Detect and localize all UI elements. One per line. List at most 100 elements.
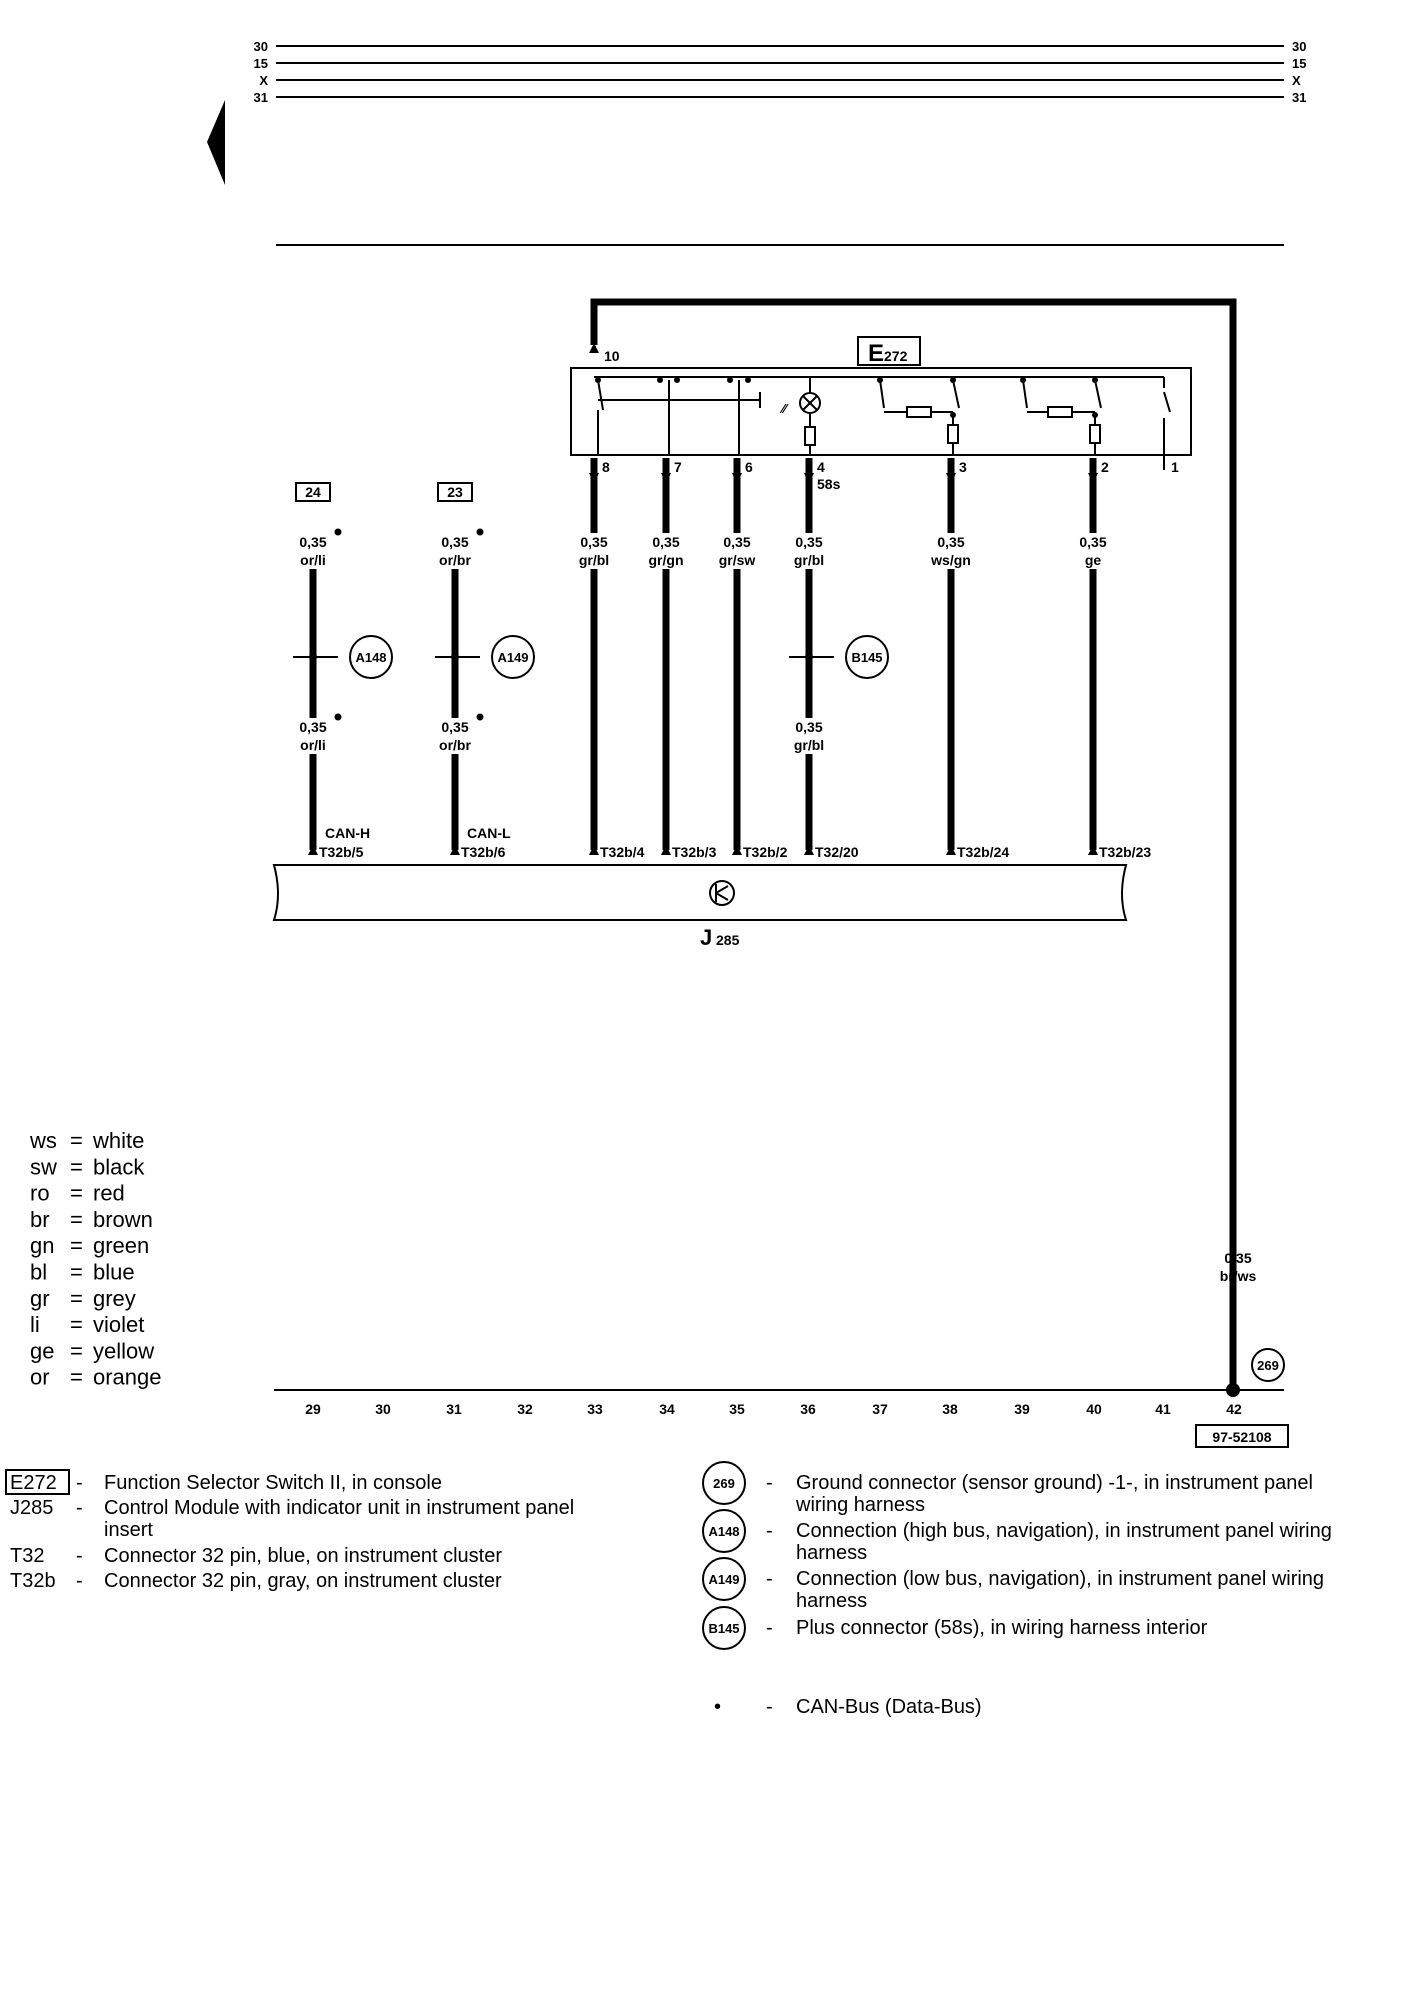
module-pin-label: T32b/2 [743,844,788,860]
wire-color-label: gr/bl [579,552,609,568]
legend-name: violet [93,1312,144,1337]
wire-size-label: 0,35 [937,534,964,550]
legend-equals: = [70,1181,83,1206]
pin-arrow-icon [732,845,742,855]
e272-pin-note: 58s [817,476,841,492]
legend-equals: = [70,1286,83,1311]
legend-code: bl [30,1260,47,1285]
connector-symbol [702,1557,746,1601]
wire-label-bg [431,533,479,569]
module-pin-label: T32b/6 [461,844,506,860]
module-pin-label: T32b/4 [600,844,645,860]
legend-equals: = [70,1338,83,1363]
bus-label: CAN-L [467,825,511,841]
ground-connector-269 [1251,1348,1285,1382]
connector-junction [805,653,813,661]
e272-pin-label: 6 [745,459,753,475]
track-number: 35 [729,1401,745,1417]
pin-arrow-icon [308,845,318,855]
component-code: T32 [10,1545,44,1567]
connector-code: A148 [708,1524,739,1539]
legend-code: ws [29,1128,57,1153]
rail-label-left: 15 [254,56,268,71]
track-number: 41 [1155,1401,1171,1417]
legend-equals: = [70,1207,83,1232]
legend-equals: = [70,1260,83,1285]
wire-size-label: 0,35 [723,534,750,550]
track-number: 29 [305,1401,321,1417]
connector-description-cont: wiring harness [795,1494,925,1516]
connector-symbol [702,1509,746,1553]
ground-connector-label: 269 [1257,1358,1279,1373]
connector-label: B145 [851,650,882,665]
rail-label-right: X [1292,73,1301,88]
key-dash: - [766,1617,773,1639]
e272-label-code: E [868,340,884,367]
connector-description: Plus connector (58s), in wiring harness … [796,1617,1208,1639]
connector-B145 [845,635,889,679]
module-pin-label: T32/20 [815,844,859,860]
legend-name: white [92,1128,144,1153]
wires-layer: 240,35or/liA1480,35or/liCAN-HT32b/5230,3… [289,455,1179,860]
components-key: E272-Function Selector Switch II, in con… [5,1461,1332,1718]
track-number: 37 [872,1401,888,1417]
track-number: 38 [942,1401,958,1417]
can-bus-dot-icon [334,528,342,536]
connector-symbol [702,1606,746,1650]
connector-label: A149 [497,650,528,665]
track-number: 39 [1014,1401,1030,1417]
module-pin-label: T32b/5 [319,844,364,860]
component-code-box [5,1469,70,1495]
rail-label-left: X [259,73,268,88]
ground-wire-color: br/ws [1220,1268,1257,1284]
connector-A149 [491,635,535,679]
previous-page-arrow-icon[interactable] [207,100,225,185]
wire-color-label: ws/gn [930,552,971,568]
ground-wire [590,298,1237,1388]
connector-description-cont: harness [796,1590,867,1612]
key-dash: - [76,1497,83,1519]
legend-code: gn [30,1233,54,1258]
wire-color-label: or/li [300,737,326,753]
rail-label-right: 31 [1292,90,1306,105]
module-pin-label: T32b/23 [1099,844,1151,860]
component-description: Connector 32 pin, blue, on instrument cl… [104,1545,502,1567]
component-e272: E 272 [570,336,1192,456]
wire-color-label: or/br [439,552,471,568]
legend-equals: = [70,1365,83,1390]
key-dash: - [76,1570,83,1592]
legend-code: sw [30,1154,57,1179]
wire-label-bg [785,718,833,754]
wire-color-label: gr/sw [719,552,756,568]
bus-note-symbol: • [714,1696,721,1718]
pin-arrow-icon [450,845,460,855]
wire-size-label: 0,35 [1079,534,1106,550]
color-legend: ws=whitesw=blackro=redbr=browngn=greenbl… [29,1128,162,1390]
wire-color-label: or/li [300,552,326,568]
legend-equals: = [70,1154,83,1179]
e272-pin-label: 3 [959,459,967,475]
e272-pin-label: 7 [674,459,682,475]
can-bus-dot-icon [476,528,484,536]
wire-size-label: 0,35 [441,534,468,550]
ground-wire-size: 0,35 [1224,1250,1251,1266]
wire-reference-label: 23 [447,484,463,500]
legend-equals: = [70,1312,83,1337]
connector-description: Connection (low bus, navigation), in ins… [796,1568,1324,1590]
wire-reference-label: 24 [305,484,321,500]
key-dash: - [76,1472,83,1494]
component-description-cont: insert [104,1519,153,1541]
e272-pin-label: 4 [817,459,825,475]
e272-pin-10: 10 [604,348,620,364]
component-j285: J 285 [272,864,1128,950]
legend-equals: = [70,1233,83,1258]
track-number: 31 [446,1401,462,1417]
diagram-id: 97-52108 [1212,1429,1271,1445]
legend-code: li [30,1312,40,1337]
wire-reference-box [295,482,331,502]
wire-label-bg [1069,533,1117,569]
wire-label-bg [713,533,761,569]
wire-label-bg [289,718,337,754]
wire-label-bg [642,533,690,569]
component-code: J285 [10,1497,53,1519]
